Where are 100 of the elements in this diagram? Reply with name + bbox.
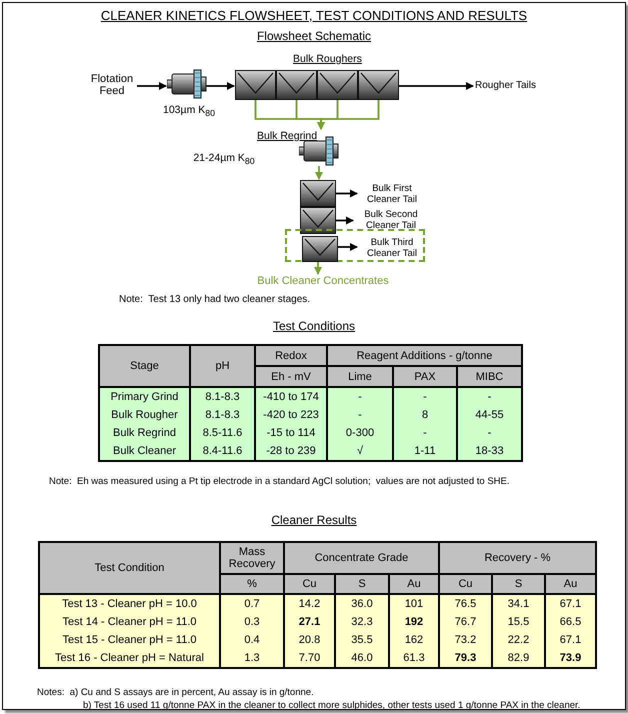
section-heading: Cleaner Results <box>270 513 358 527</box>
table-data-cell: -15 to 114 <box>255 424 327 442</box>
stream-label: Bulk First Cleaner Tail <box>359 183 425 207</box>
table-data-cell: 18-33 <box>457 442 522 461</box>
table-header-cell: Stage <box>99 345 190 387</box>
table-data-cell: 8 <box>393 406 457 424</box>
flotation-cell <box>317 70 358 100</box>
arrow <box>314 260 322 275</box>
size-label: 103µm K$_{80}$ <box>162 104 216 118</box>
table-header-cell: pH <box>190 345 255 387</box>
table-data-cell: 8.1-8.3 <box>190 406 255 424</box>
section-heading: Bulk Roughers <box>293 53 362 65</box>
note-text: Notes: a) Cu and S assays are in percent, Au assay is in g/tonne. <box>37 687 314 698</box>
table-data-cell: Test 13 - Cleaner pH = 10.0 <box>39 594 220 613</box>
flotation-cell <box>300 207 336 234</box>
arrow <box>205 82 235 90</box>
table-data-cell: 0-300 <box>327 424 393 442</box>
table-header-cell: S <box>335 574 389 594</box>
table-header-cell: Recovery - % <box>439 542 596 574</box>
table-data-cell: Test 15 - Cleaner pH = 11.0 <box>39 631 220 649</box>
arrow <box>317 100 380 130</box>
table-data-cell: 66.5 <box>545 613 596 631</box>
table-data-cell: 0.4 <box>220 631 284 649</box>
table-data-cell: Bulk Rougher <box>99 406 190 424</box>
table-data-cell: 76.7 <box>439 613 492 631</box>
flotation-cell <box>302 236 338 262</box>
table-data-cell: 82.9 <box>492 649 545 668</box>
table-data-cell: Bulk Regrind <box>99 424 190 442</box>
table-header-cell: Au <box>389 574 439 594</box>
table-data-cell: 14.2 <box>284 594 335 613</box>
table-data-cell: - <box>393 424 457 442</box>
table-data-cell: Primary Grind <box>99 387 190 406</box>
note-text: Note: Test 13 only had two cleaner stages. <box>119 294 310 305</box>
arrow <box>336 243 358 251</box>
table-data-cell: 192 <box>389 613 439 631</box>
page-title: CLEANER KINETICS FLOWSHEET, TEST CONDITIONS AND RESULTS <box>100 8 528 23</box>
table-data-cell: 101 <box>389 594 439 613</box>
table-data-cell: - <box>393 387 457 406</box>
table-data-cell: 1.3 <box>220 649 284 668</box>
table-header-cell: Test Condition <box>39 542 220 594</box>
table-data-cell: 35.5 <box>335 631 389 649</box>
table-data-cell: 73.9 <box>545 649 596 668</box>
table-data-cell: √ <box>327 442 393 461</box>
table-header-cell: Lime <box>327 366 393 387</box>
output-label: Bulk Cleaner Concentrates <box>253 275 393 288</box>
table-header-cell: % <box>220 574 284 594</box>
arrow <box>336 190 358 198</box>
table-data-cell: -420 to 223 <box>255 406 327 424</box>
arrow <box>336 216 354 224</box>
table-data-cell: 7.70 <box>284 649 335 668</box>
size-label: 21-24µm K$_{80}$ <box>193 152 255 166</box>
table-data-cell: 8.4-11.6 <box>190 442 255 461</box>
table-header-cell: MIBC <box>457 366 522 387</box>
table-data-cell: -28 to 239 <box>255 442 327 461</box>
table-header-cell: Redox <box>255 345 327 366</box>
table-data-cell: 79.3 <box>439 649 492 668</box>
table-data-cell: 15.5 <box>492 613 545 631</box>
table-header-cell: Reagent Additions - g/tonne <box>327 345 522 366</box>
table-data-cell: -410 to 174 <box>255 387 327 406</box>
table-header-cell: PAX <box>393 366 457 387</box>
table-data-cell: 0.3 <box>220 613 284 631</box>
stream-label: Flotation Feed <box>87 73 137 99</box>
table-data-cell: - <box>457 387 522 406</box>
table-data-cell: Bulk Cleaner <box>99 442 190 461</box>
section-heading: Test Conditions <box>272 319 356 333</box>
table-data-cell: 0.7 <box>220 594 284 613</box>
section-heading: Bulk Regrind <box>257 130 318 142</box>
table-data-cell: 36.0 <box>335 594 389 613</box>
table-data-cell: 73.2 <box>439 631 492 649</box>
flotation-cell <box>235 70 276 100</box>
table-data-cell: 34.1 <box>492 594 545 613</box>
arrow <box>399 82 474 90</box>
note-text: b) Test 16 used 11 g/tonne PAX in the cleaner to collect more sulphides, other tests used 1 g/tonne PAX in the cleaner. <box>83 700 580 711</box>
table-data-cell: Test 16 - Cleaner pH = Natural <box>39 649 220 668</box>
table-data-cell: - <box>327 406 393 424</box>
table-header-cell: Concentrate Grade <box>284 542 439 574</box>
flotation-cell <box>358 70 399 100</box>
table-data-cell: 46.0 <box>335 649 389 668</box>
section-heading: Flowsheet Schematic <box>256 29 372 43</box>
table-data-cell: 162 <box>389 631 439 649</box>
table-header-cell: Au <box>545 574 596 594</box>
stream-label: Bulk Third Cleaner Tail <box>361 237 423 261</box>
table-header-cell: Eh - mV <box>255 366 327 387</box>
table-header-cell: Cu <box>439 574 492 594</box>
table-data-cell: 22.2 <box>492 631 545 649</box>
table-data-cell: 44-55 <box>457 406 522 424</box>
table-data-cell: 8.1-8.3 <box>190 387 255 406</box>
dashed-outline <box>285 229 425 262</box>
stream-label: Bulk Second Cleaner Tail <box>355 209 427 233</box>
table-data-cell: 20.8 <box>284 631 335 649</box>
flotation-cell <box>300 180 336 207</box>
table-data-cell: - <box>327 387 393 406</box>
table-data-cell: 32.3 <box>335 613 389 631</box>
table-header-cell: Cu <box>284 574 335 594</box>
table-header-cell: Mass Recovery <box>220 542 284 574</box>
table-data-cell: 8.5-11.6 <box>190 424 255 442</box>
stream-label: Rougher Tails <box>475 80 547 93</box>
table-header-cell: S <box>492 574 545 594</box>
arrow <box>137 82 167 90</box>
table-data-cell: 76.5 <box>439 594 492 613</box>
